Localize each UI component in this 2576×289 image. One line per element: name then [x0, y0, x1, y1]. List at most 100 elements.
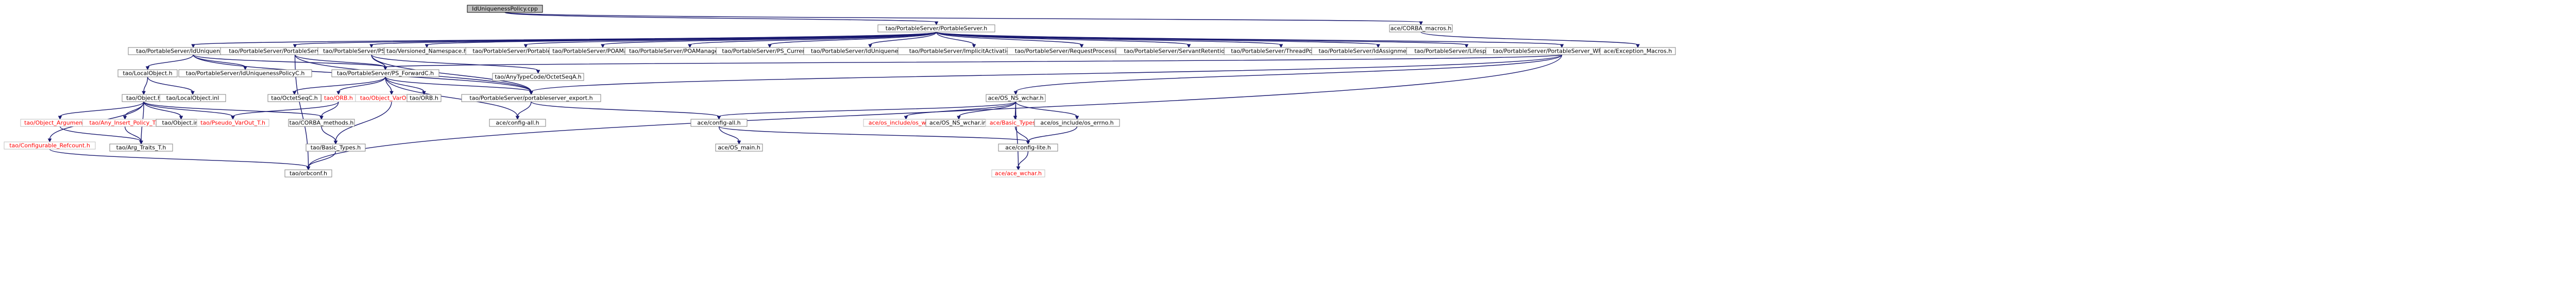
edge-arrowhead [717, 116, 721, 120]
node-label: tao/PortableServer/ServantRetentionPolic… [1124, 48, 1254, 55]
node-object[interactable]: tao/Object.h [122, 94, 166, 102]
edge-pserver-implicit [936, 31, 975, 45]
edge-ps_forwardC-orb_h [385, 76, 425, 92]
node-obj_arg: tao/Object_Argument_T.h [20, 119, 100, 127]
node-versioned[interactable]: tao/Versioned_Namespace.h [384, 47, 470, 55]
graph-edges [47, 12, 1640, 171]
edge-object-obj_arg [59, 101, 144, 117]
node-corba_methods[interactable]: tao/CORBA_methods.h [288, 119, 355, 127]
node-label: ace/config-lite.h [1005, 145, 1051, 151]
node-octetseq[interactable]: tao/OctetSeqC.h [267, 94, 321, 102]
edge-pserver-wfunc [936, 31, 1563, 45]
edge-arrowhead [58, 116, 62, 120]
edge-localobj-object [143, 76, 148, 92]
edge-arrowhead [1560, 44, 1564, 49]
node-label: ace/ace_wchar.h [995, 170, 1042, 177]
edge-any_insert-arg_traits [124, 126, 142, 142]
node-localobj[interactable]: tao/LocalObject.h [117, 69, 178, 77]
node-localobj_inl[interactable]: tao/LocalObject.inl [159, 94, 226, 102]
node-ps_forwardC[interactable]: tao/PortableServer/PS_ForwardC.h [331, 69, 439, 77]
edge-config-config_lite [718, 126, 1029, 142]
edge-arrowhead [293, 44, 297, 49]
node-box [1034, 119, 1120, 127]
node-label: tao/Basic_Types.h [311, 145, 361, 151]
edge-ps_forwardC-orb [338, 76, 386, 92]
edge-ps_forwardC-portexp [385, 76, 532, 92]
edge-arrowhead [688, 44, 692, 49]
node-ace_wchar: ace/ace_wchar.h [991, 169, 1045, 178]
edge-ps_forwardC-octetseq [294, 76, 386, 92]
node-label: ace/CORBA_macros.h [1391, 25, 1452, 32]
node-iduC[interactable]: tao/PortableServer/IdUniquenessPolicyC.h [178, 69, 312, 77]
edge-pserver-servret [936, 31, 1190, 45]
node-label: ace/Basic_Types.h [990, 120, 1041, 126]
edge-pserver-ps_current [769, 31, 937, 45]
node-orbconf[interactable]: tao/orbconf.h [284, 169, 332, 178]
edge-object-object_inl [143, 101, 182, 117]
node-corba_macros[interactable]: ace/CORBA_macros.h [1389, 24, 1453, 33]
node-pserver[interactable]: tao/PortableServer/PortableServer.h [877, 24, 995, 33]
edge-arrowhead [47, 138, 52, 143]
edge-os_ns-os_errno [1015, 101, 1078, 117]
edge-wfunc-portexp [531, 54, 1563, 92]
edge-arrowhead [1464, 44, 1469, 49]
node-box [196, 119, 269, 127]
edge-arrowhead [737, 140, 741, 145]
edge-pfunc-ps_forwardC [294, 54, 386, 68]
edge-pserver-idunia [870, 31, 937, 45]
node-os_ns[interactable]: ace/OS_NS_wchar.h [986, 94, 1046, 102]
edge-arrowhead [333, 140, 338, 145]
edge-arrowhead [934, 21, 939, 26]
node-box [284, 169, 332, 178]
node-os_ns_inl[interactable]: ace/OS_NS_wchar.inl [925, 119, 992, 127]
node-label: tao/PortableServer/ThreadPolicyA.h [1231, 48, 1331, 55]
node-box [492, 73, 584, 81]
edge-arrowhead [179, 116, 183, 120]
node-label: ace/os_include/os_errno.h [1040, 120, 1113, 126]
edge-arrowhead [515, 116, 520, 120]
node-box [1389, 24, 1453, 33]
node-anytypecode[interactable]: tao/AnyTypeCode/OctetSeqA.h [492, 73, 584, 81]
edge-corba_methods-basic_types [321, 126, 336, 142]
node-label: ace/OS_NS_wchar.h [988, 95, 1044, 102]
node-exc_macros[interactable]: ace/Exception_Macros.h [1600, 47, 1676, 55]
node-config[interactable]: ace/config-all.h [690, 119, 748, 127]
edge-arrowhead [389, 91, 394, 95]
edge-pserver-reqproc [936, 31, 1082, 45]
node-orb: tao/ORB.h [321, 94, 356, 102]
node-configall[interactable]: ace/config-all.h [489, 119, 546, 127]
node-label: IdUniquenessPolicy.cpp [472, 6, 538, 12]
edge-basic_types-orbconf [308, 151, 336, 168]
node-label: tao/PortableServer/PortableServer_WFunct… [1493, 48, 1631, 55]
node-basic_types[interactable]: tao/Basic_Types.h [306, 143, 366, 152]
node-wfunc[interactable]: tao/PortableServer/PortableServer_WFunct… [1485, 47, 1638, 55]
node-root: IdUniquenessPolicy.cpp [467, 5, 543, 13]
node-object_inl[interactable]: tao/Object.inl [156, 119, 207, 127]
node-box [998, 143, 1058, 152]
edge-arrowhead [1075, 116, 1079, 120]
node-os_main[interactable]: ace/OS_main.h [715, 143, 763, 152]
node-label: ace/config-all.h [697, 120, 740, 126]
edge-arrowhead [1016, 166, 1021, 171]
node-config_lite[interactable]: ace/config-lite.h [998, 143, 1058, 152]
node-os_errno[interactable]: ace/os_include/os_errno.h [1034, 119, 1120, 127]
edge-arrowhead [369, 44, 374, 49]
node-orb_h[interactable]: tao/ORB.h [406, 94, 442, 102]
edge-arrowhead [142, 91, 146, 95]
edge-pserver-poamgrfac [689, 31, 937, 45]
node-label: tao/PortableServer/ImplicitActivationPol… [909, 48, 1039, 55]
edge-config-os_main [718, 126, 740, 142]
node-arg_traits[interactable]: tao/Arg_Traits_T.h [109, 143, 173, 152]
node-box [715, 143, 763, 152]
node-box [306, 143, 366, 152]
node-label: tao/ORB.h [324, 95, 353, 102]
edge-portexp-configall [517, 101, 532, 117]
edge-arrowhead [425, 44, 429, 49]
node-portexp[interactable]: tao/PortableServer/portableserver_export… [461, 94, 601, 102]
edge-pserver-thread [936, 31, 1282, 45]
node-label: tao/PortableServer/portableserver_export… [469, 95, 592, 102]
node-box [178, 69, 312, 77]
edge-arrowhead [1376, 44, 1380, 49]
edge-obj_arg-arg_traits [59, 126, 142, 142]
node-label: tao/Pseudo_VarOut_T.h [200, 120, 265, 126]
